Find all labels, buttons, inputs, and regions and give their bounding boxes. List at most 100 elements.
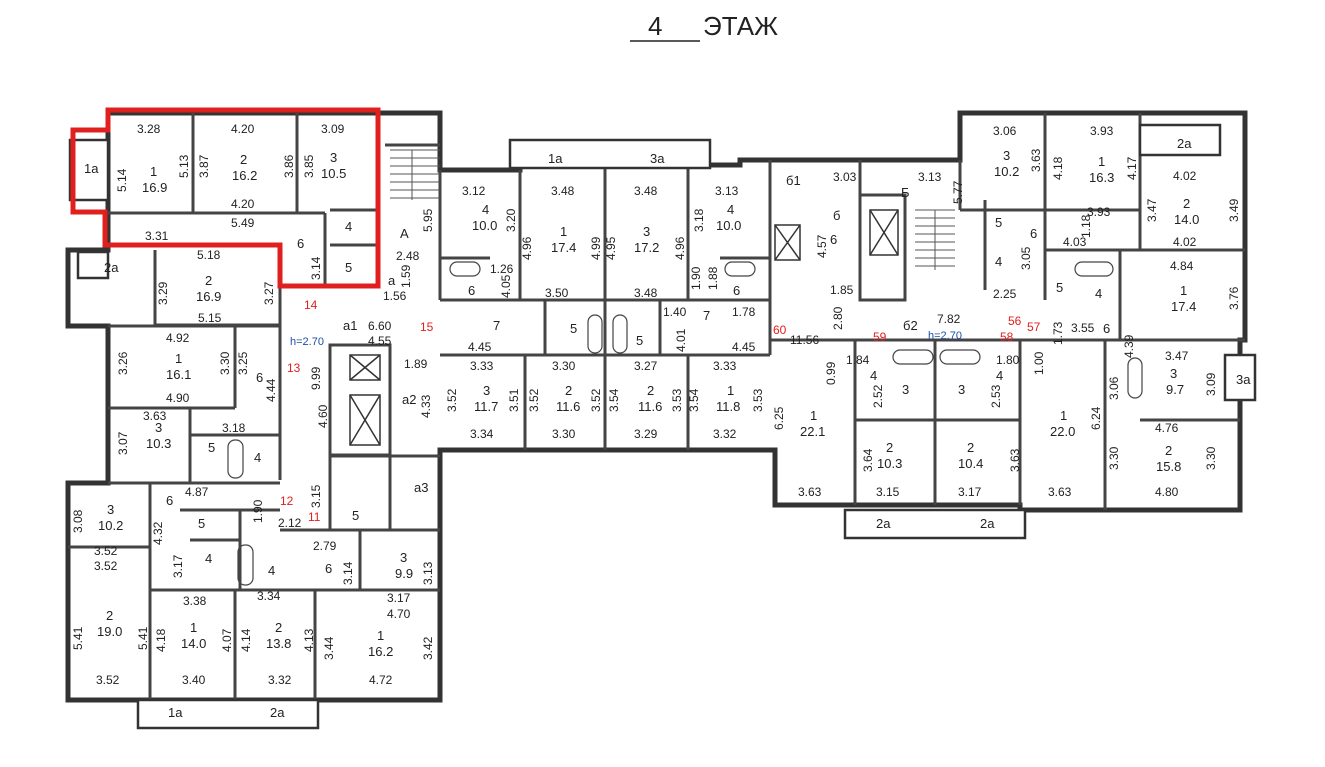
dimension: 4.05 (499, 274, 513, 298)
dimension: 3.15 (876, 485, 900, 499)
dimension: 3.07 (116, 431, 130, 455)
dimension: 4.03 (1063, 235, 1087, 249)
dimension: 3.09 (1204, 372, 1218, 396)
room-number: 1 (1098, 154, 1105, 169)
dimension: 4.32 (151, 521, 165, 545)
dimension: 5.77 (951, 180, 965, 204)
marker-number: 12 (280, 494, 294, 508)
room-label: Б (901, 185, 910, 200)
ceiling-height: h=2.70 (928, 330, 962, 342)
dimension: 3.27 (262, 281, 276, 305)
room-number: 6 (1103, 321, 1110, 336)
dimension: 3.29 (634, 427, 658, 441)
dimension: 3.44 (322, 636, 336, 660)
marker-number: 14 (304, 298, 318, 312)
dimension: 3.52 (96, 673, 120, 687)
dimension: 7.82 (937, 312, 961, 326)
ceiling-height: h=2.70 (290, 336, 324, 348)
dimension: 3.33 (713, 359, 737, 373)
room-area: 19.0 (97, 624, 122, 639)
dimension: 3.33 (470, 359, 494, 373)
dimension: 4.95 (604, 236, 618, 260)
dimension: 5.95 (421, 208, 435, 232)
dimension: 5.41 (71, 626, 85, 650)
room-area: 10.2 (98, 518, 123, 533)
dimension: 3.13 (421, 561, 435, 585)
room-number: 3 (1170, 366, 1177, 381)
room-number: 3 (107, 502, 114, 517)
dimension: 2.52 (871, 384, 885, 408)
room-number: 3 (400, 550, 407, 565)
dimension: 4.57 (815, 234, 829, 258)
dimension: 4.44 (264, 378, 278, 402)
dimension: 2.80 (831, 306, 845, 330)
room-area: 22.1 (800, 424, 825, 439)
room-area: 9.7 (1166, 382, 1184, 397)
room-area: 10.3 (877, 456, 902, 471)
dimension: 1.84 (846, 353, 870, 367)
room-label: б1 (786, 173, 801, 188)
dimension: 3.52 (94, 559, 118, 573)
dimension: 3.06 (1107, 376, 1121, 400)
room-number: 2 (967, 440, 974, 455)
room-number: 2 (565, 383, 572, 398)
dimension: 3.63 (1029, 148, 1043, 172)
dimension: 5.18 (197, 248, 221, 262)
room-number: 5 (570, 321, 577, 336)
room-area: 13.8 (266, 636, 291, 651)
dimension: 3.31 (145, 229, 169, 243)
room-number: 5 (995, 215, 1002, 230)
dimension: 3.93 (1090, 124, 1114, 138)
marker-number: 58 (1000, 330, 1014, 344)
room-number: 3 (483, 383, 490, 398)
dimension: 3.42 (421, 636, 435, 660)
dimension: 3.03 (833, 170, 857, 184)
dimension: 3.09 (321, 122, 345, 136)
utility-numbers: 4 5 6 6 5 4 6 5 4 4 6 5 6 7 5 5 7 6 5 4 … (166, 215, 1110, 578)
elevator-shafts (349, 209, 899, 446)
dimension: 3.27 (634, 359, 658, 373)
dimension: 4.99 (589, 236, 603, 260)
dimension: 3.54 (687, 388, 701, 412)
room-number: 3 (330, 150, 337, 165)
dimension: 4.20 (231, 122, 255, 136)
room-number: 6 (830, 232, 837, 247)
dimension: 2.48 (396, 249, 420, 263)
room-number: 4 (870, 368, 877, 383)
room-area: 16.2 (232, 168, 257, 183)
dimension: 4.07 (220, 628, 234, 652)
room-area: 11.8 (716, 399, 740, 414)
room-number: 2 (275, 620, 282, 635)
dimension: 3.17 (958, 485, 982, 499)
dimension: 1.26 (490, 262, 514, 276)
plan-labels: 1а 2а 1а 3а 2а 3а 1а 2а 2а 2а А а а1 а2 … (71, 122, 1251, 720)
room-label: б (833, 208, 840, 223)
dimension: 4.76 (1155, 421, 1179, 435)
marker-number: 59 (873, 330, 887, 344)
dimension: 3.48 (551, 184, 575, 198)
dimension: 1.89 (404, 357, 428, 371)
dimension: 6.60 (368, 319, 392, 333)
room-number: 6 (733, 283, 740, 298)
balcony-label: 2а (270, 705, 285, 720)
room-area: 17.2 (634, 240, 659, 255)
dimension: 9.99 (309, 366, 323, 390)
dimension: 3.17 (387, 591, 411, 605)
dimension: 3.32 (268, 673, 292, 687)
dimension: 1.88 (706, 266, 720, 290)
room-number: 1 (810, 408, 817, 423)
room-number: 6 (166, 493, 173, 508)
dimension: 1.80 (996, 353, 1020, 367)
dimension: 2.25 (993, 287, 1017, 301)
dimension: 4.60 (316, 404, 330, 428)
room-number: 4 (1095, 286, 1102, 301)
dimension: 4.84 (1170, 259, 1194, 273)
dimension: 1.40 (663, 305, 687, 319)
balcony-label: 1а (548, 151, 563, 166)
dimension: 3.26 (116, 351, 130, 375)
room-number: 4 (996, 368, 1003, 383)
room-number: 1 (1180, 283, 1187, 298)
dimension: 3.08 (71, 509, 85, 533)
dimension: 3.63 (143, 409, 167, 423)
dimension: 1.18 (1079, 214, 1093, 238)
